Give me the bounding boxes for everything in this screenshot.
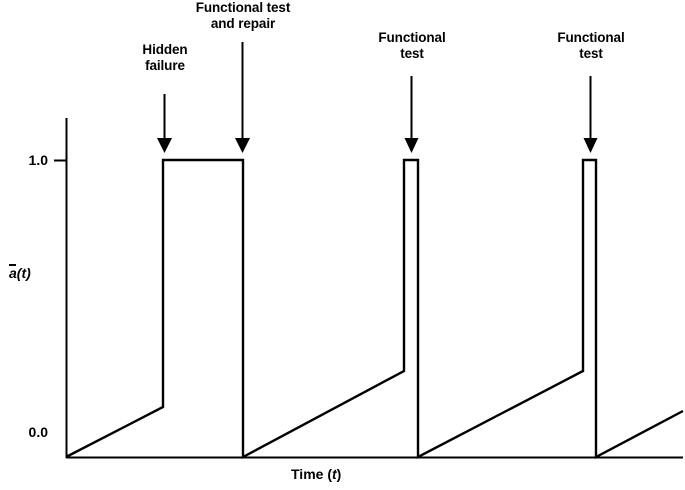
x-axis-label-text: Time (	[291, 466, 332, 482]
arrow-hidden-failure	[157, 94, 172, 153]
annotation-functional-test-3: Functional test	[557, 30, 625, 62]
arrow-functional-test-3	[583, 76, 598, 153]
y-axis-label: a(t)	[9, 264, 31, 281]
arrow-functional-test-2	[404, 76, 419, 153]
annotation-hidden-failure: Hidden failure	[142, 42, 188, 74]
y-tick-label-bottom: 0.0	[28, 424, 48, 440]
y-axis-label-paren: (t)	[16, 265, 31, 281]
x-axis-label: Time (t)	[291, 466, 341, 482]
x-axis-label-var: t	[331, 466, 337, 482]
arrow-functional-test-and-repair	[235, 42, 250, 153]
y-tick-label-top: 1.0	[28, 152, 48, 168]
annotation-functional-test-and-repair: Functional test and repair	[195, 0, 291, 32]
x-axis-label-close: )	[336, 466, 342, 482]
y-axis-label-var: a	[9, 264, 17, 281]
unavailability-waveform	[65, 158, 684, 460]
annotation-functional-test-2: Functional test	[378, 30, 446, 62]
